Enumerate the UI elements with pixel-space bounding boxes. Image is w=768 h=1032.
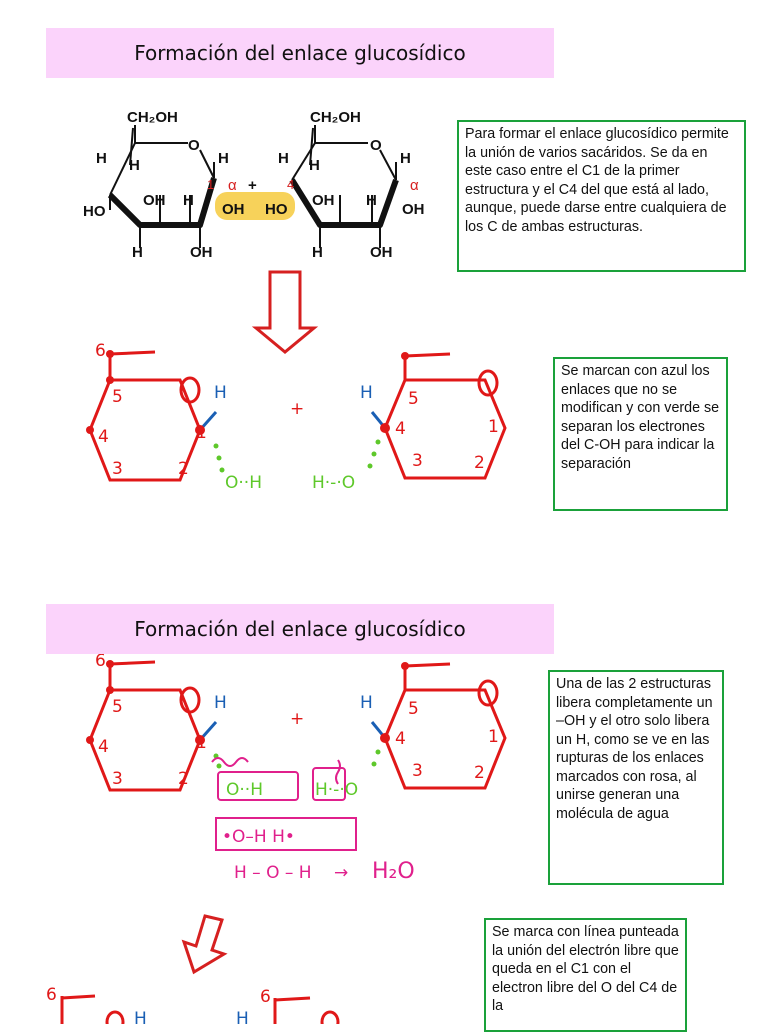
- sk2-ho-right: H·-·O: [315, 780, 358, 800]
- sk2-n1: 1: [196, 733, 207, 753]
- left-oh-1: OH: [143, 192, 166, 209]
- right-h-3: H: [400, 150, 411, 167]
- water-line1: •O–H H•: [222, 827, 295, 847]
- left-c1-label: 1: [207, 177, 214, 192]
- note-water-molecule-text: Una de las 2 estructuras libera completa…: [556, 676, 713, 823]
- sk2r-n1: 1: [488, 727, 499, 747]
- glucose-left: [107, 125, 217, 248]
- bottom-n6-right: 6: [260, 987, 271, 1007]
- sk2-oh-left: O··H: [226, 780, 263, 800]
- right-c4-label: 4: [287, 177, 294, 192]
- sk1-n5: 5: [112, 387, 123, 407]
- right-oh-3: OH: [370, 244, 393, 261]
- note-dotted-line-text: Se marca con línea punteada la unión del…: [492, 924, 679, 1015]
- left-ho: HO: [83, 203, 106, 220]
- left-alpha: α: [228, 177, 237, 194]
- sk2-h-left: H: [214, 693, 227, 713]
- left-h-5: H: [132, 244, 143, 261]
- sk1-n4: 4: [98, 427, 109, 447]
- slide2-title: Formación del enlace glucosídico: [46, 604, 554, 654]
- left-h-4: H: [183, 192, 194, 209]
- left-oh-2: OH: [222, 201, 245, 218]
- slide1-title-text: Formación del enlace glucosídico: [134, 41, 466, 65]
- sk1-h-left: H: [214, 383, 227, 403]
- right-ch2oh: CH₂OH: [310, 109, 361, 126]
- plus-sign: +: [248, 177, 257, 194]
- note-blue-green-bonds-text: Se marcan con azul los enlaces que no se…: [561, 363, 720, 472]
- water-formula: H₂O: [372, 859, 415, 884]
- sk1-n6: 6: [95, 341, 106, 361]
- sk2-n2: 2: [178, 769, 189, 789]
- left-h-2: H: [129, 157, 140, 174]
- down-arrow-icon: [251, 270, 319, 354]
- sketch-right-2: [370, 662, 507, 790]
- left-h-3: H: [218, 150, 229, 167]
- right-ring-o: O: [370, 137, 382, 154]
- note-water-molecule: Una de las 2 estructuras libera completa…: [548, 670, 724, 885]
- sketch-right-1: [370, 352, 507, 480]
- note-glycosidic-bond: Para formar el enlace glucosídico permit…: [457, 120, 746, 272]
- oh-ho-highlight: [215, 192, 295, 220]
- note-glycosidic-bond-text: Para formar el enlace glucosídico permit…: [465, 126, 729, 235]
- sk1r-n2: 2: [474, 453, 485, 473]
- water-line2: H – O – H: [234, 863, 312, 883]
- sk1-oh-left: O··H: [225, 473, 262, 493]
- slide1-title: Formación del enlace glucosídico: [46, 28, 554, 78]
- sketch-left-2: [88, 660, 218, 792]
- sk1-n3: 3: [112, 459, 123, 479]
- glucose-right: [289, 125, 399, 248]
- sk1r-n4: 4: [395, 419, 406, 439]
- right-oh-2: OH: [402, 201, 425, 218]
- sk2r-n2: 2: [474, 763, 485, 783]
- sk1-n2: 2: [178, 459, 189, 479]
- sketch-left-1: [88, 350, 218, 482]
- sk2-plus: +: [290, 709, 304, 729]
- sk1-h-right: H: [360, 383, 373, 403]
- pink-break-boxes: [211, 757, 357, 851]
- sk1-n1: 1: [196, 423, 207, 443]
- right-alpha: α: [410, 177, 419, 194]
- sk2-h-right: H: [360, 693, 373, 713]
- left-oh-3: OH: [190, 244, 213, 261]
- sk2r-n4: 4: [395, 729, 406, 749]
- left-ring-o: O: [188, 137, 200, 154]
- sk2-n3: 3: [112, 769, 123, 789]
- sk1r-n1: 1: [488, 417, 499, 437]
- water-arrow: →: [334, 863, 348, 883]
- sk1-ho-right: H·-·O: [312, 473, 355, 493]
- bottom-h-right: H: [236, 1009, 249, 1024]
- green-electron-dots-1: [213, 439, 381, 473]
- bottom-n6-left: 6: [46, 985, 57, 1005]
- left-h-1: H: [96, 150, 107, 167]
- left-ch2oh: CH₂OH: [127, 109, 178, 126]
- sk2-n5: 5: [112, 697, 123, 717]
- sk2r-n5: 5: [408, 699, 419, 719]
- slide2-title-text: Formación del enlace glucosídico: [134, 617, 466, 641]
- right-h-2: H: [309, 157, 320, 174]
- sk2-n6: 6: [95, 651, 106, 671]
- right-h-4: H: [366, 192, 377, 209]
- right-oh-1: OH: [312, 192, 335, 209]
- bottom-h-left: H: [134, 1009, 147, 1024]
- sk1r-n5: 5: [408, 389, 419, 409]
- right-h-1: H: [278, 150, 289, 167]
- sk1-plus: +: [290, 399, 304, 419]
- sk2r-n3: 3: [412, 761, 423, 781]
- right-h-5: H: [312, 244, 323, 261]
- down-arrow-2-icon: [181, 914, 228, 975]
- right-ho: HO: [265, 201, 288, 218]
- sk1r-n3: 3: [412, 451, 423, 471]
- note-dotted-line: Se marca con línea punteada la unión del…: [484, 918, 687, 1032]
- note-blue-green-bonds: Se marcan con azul los enlaces que no se…: [553, 357, 728, 511]
- sketch-bottom: [60, 994, 340, 1024]
- sk2-n4: 4: [98, 737, 109, 757]
